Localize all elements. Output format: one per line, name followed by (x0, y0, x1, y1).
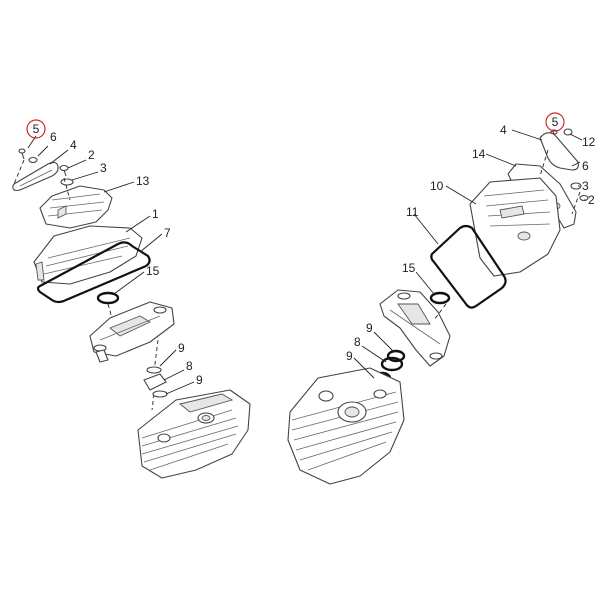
right-callout-2: 2 (588, 193, 595, 207)
right-callout-5: 5 (552, 115, 559, 129)
left-callout-7: 7 (164, 226, 171, 240)
right-gasket-part (430, 224, 507, 309)
left-callout-9-lower: 9 (196, 373, 203, 387)
right-bolt-part (570, 182, 582, 190)
right-callout-12: 12 (582, 135, 596, 149)
left-cover-plate-part (12, 161, 59, 192)
left-cylinder-head-part (137, 389, 251, 479)
left-seal-part (60, 178, 74, 186)
left-washer-part (28, 156, 38, 164)
left-bolt-part (59, 164, 69, 177)
right-callout-9-lower: 9 (346, 349, 353, 363)
right-callout-11: 11 (406, 205, 419, 219)
right-assembly: 4 5 12 14 6 10 3 2 11 15 9 8 9 (287, 112, 596, 485)
left-callout-9-upper: 9 (178, 341, 185, 355)
right-head-cover-part (469, 177, 561, 277)
right-ring-upper-part (386, 349, 406, 363)
left-screw-part (18, 148, 26, 160)
left-callout-6: 6 (50, 130, 57, 144)
right-cover-plate-part (539, 132, 579, 171)
right-callout-3: 3 (582, 179, 589, 193)
right-highlight-ring (545, 112, 565, 132)
left-callout-15: 15 (146, 264, 160, 278)
left-callout-1: 1 (152, 207, 159, 221)
left-callout-8: 8 (186, 359, 193, 373)
left-ring-upper-part (146, 366, 162, 374)
left-oring-part (96, 291, 120, 305)
left-callout-13: 13 (136, 174, 150, 188)
left-head-cover-part (33, 225, 143, 285)
left-assembly: 5 6 4 2 3 13 1 7 15 9 8 9 (12, 119, 251, 479)
left-gasket-part (36, 241, 151, 304)
right-callout-4: 4 (500, 123, 507, 137)
left-spacer-part (143, 373, 167, 391)
right-callout-9-upper: 9 (366, 321, 373, 335)
right-rocker-assembly-part (379, 289, 451, 367)
right-callout-8: 8 (354, 335, 361, 349)
right-callout-15: 15 (402, 261, 416, 275)
right-callout-14: 14 (472, 147, 486, 161)
left-callout-4: 4 (70, 138, 77, 152)
left-breather-housing-part (39, 185, 113, 229)
left-ring-lower-part (152, 390, 168, 398)
left-rocker-assembly-part (89, 301, 175, 363)
right-small-part-12 (563, 128, 573, 136)
left-callout-3: 3 (100, 161, 107, 175)
right-seal-part (579, 194, 589, 202)
right-oring-part (429, 291, 451, 305)
left-callout-2: 2 (88, 148, 95, 162)
left-highlight-ring (26, 119, 46, 139)
right-callout-6: 6 (582, 159, 589, 173)
right-callout-10: 10 (430, 179, 444, 193)
right-spacer-part (380, 356, 404, 372)
left-callout-5: 5 (33, 122, 40, 136)
right-cylinder-head-part (287, 367, 405, 485)
